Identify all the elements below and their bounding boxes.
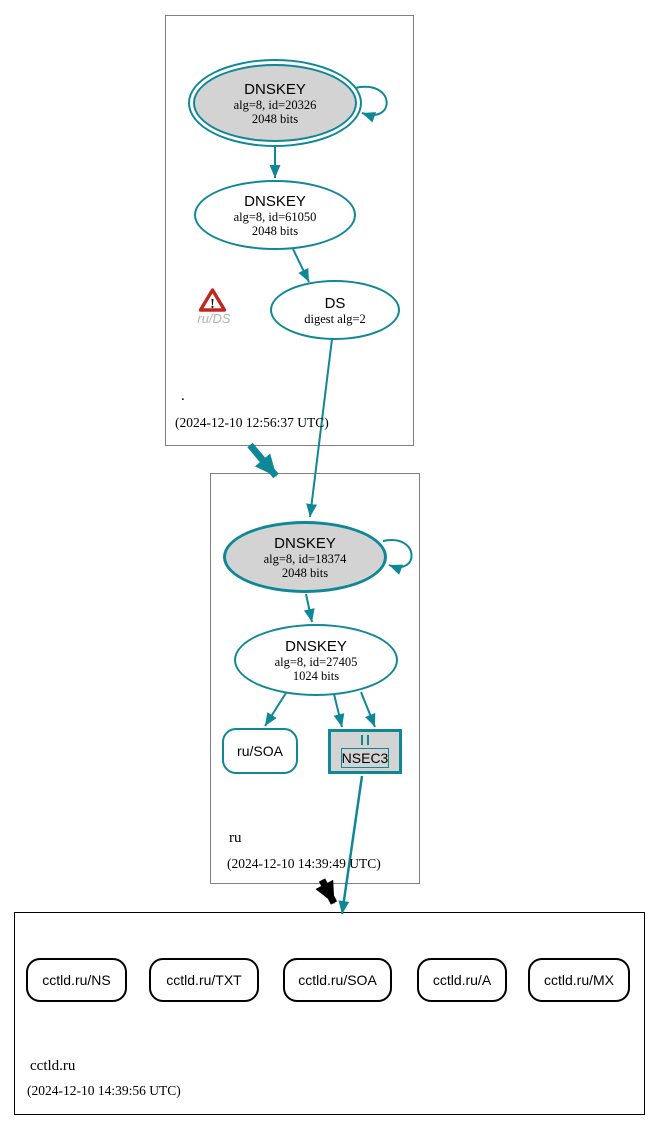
nsec3-cells [361,735,369,745]
rrset-label: cctld.ru/NS [42,972,111,988]
zone-box-cctld-ru [14,912,645,1115]
nsec3-cell [361,735,363,745]
rrset-label: cctld.ru/MX [543,972,614,988]
zone-name-cctld-ru: cctld.ru [30,1058,76,1074]
rrset-label: cctld.ru/SOA [298,972,377,988]
warning-label: ru/DS [197,311,231,326]
dnskey-ru-zsk: DNSKEY alg=8, id=27405 1024 bits [234,624,398,696]
ds-title: DS [324,294,346,312]
zone-name-root: . [181,388,185,404]
svg-text:!: ! [210,297,215,312]
rrset-cctld-ru-ns: cctld.ru/NS [26,958,127,1002]
dnskey-detail: 2048 bits [281,565,329,580]
dnskey-detail: 2048 bits [251,111,299,126]
zone-timestamp-cctld-ru: (2024-12-10 14:39:56 UTC) [27,1083,181,1098]
dnskey-root-ksk: DNSKEY alg=8, id=20326 2048 bits [188,59,362,147]
dnskey-detail: alg=8, id=18374 [263,551,347,566]
zone-timestamp-ru: (2024-12-10 14:39:49 UTC) [227,856,381,871]
rrset-cctld-ru-soa: cctld.ru/SOA [283,958,392,1002]
rrset-cctld-ru-txt: cctld.ru/TXT [149,958,259,1002]
rrset-cctld-ru-a: cctld.ru/A [417,958,507,1002]
dnskey-title: DNSKEY [244,192,306,210]
dnskey-detail: 1024 bits [292,668,340,683]
warning-triangle-icon: ! [198,288,227,312]
dnskey-detail: alg=8, id=27405 [274,654,358,669]
dnskey-title: DNSKEY [285,637,347,655]
edge-delegation-root-to-ru [247,442,279,479]
nsec3-cell [367,735,369,745]
ds-node: DS digest alg=2 [270,280,400,340]
rrset-label: cctld.ru/TXT [166,972,242,988]
zone-box-root [165,15,414,446]
dnskey-detail: alg=8, id=61050 [233,209,317,224]
dnskey-root-zsk: DNSKEY alg=8, id=61050 2048 bits [194,180,356,250]
dnskey-title: DNSKEY [274,534,336,552]
zone-timestamp-root: (2024-12-10 12:56:37 UTC) [175,415,329,430]
dnskey-root-ksk-inner: DNSKEY alg=8, id=20326 2048 bits [193,64,357,142]
rrset-label: cctld.ru/A [432,972,492,988]
zone-name-ru: ru [229,830,242,846]
dnskey-detail: 2048 bits [251,223,299,238]
rrset-cctld-ru-mx: cctld.ru/MX [528,958,630,1002]
rrset-ru-soa: ru/SOA [222,728,298,774]
dnskey-detail: alg=8, id=20326 [233,97,317,112]
dnskey-title: DNSKEY [244,80,306,98]
nsec3-label: NSEC3 [340,748,390,768]
nsec3-node: NSEC3 [328,729,402,774]
dnskey-ru-ksk: DNSKEY alg=8, id=18374 2048 bits [223,521,387,593]
ds-detail: digest alg=2 [304,311,366,326]
rrset-label: ru/SOA [237,743,283,759]
